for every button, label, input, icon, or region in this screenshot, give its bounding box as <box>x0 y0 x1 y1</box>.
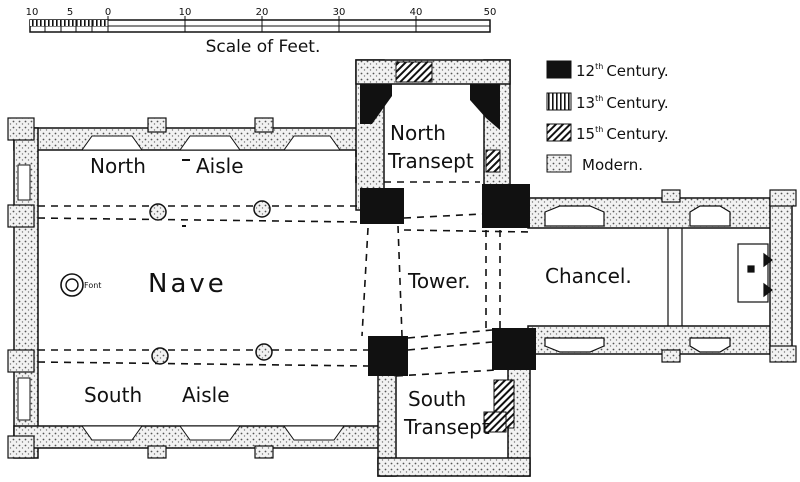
scale-tick-label: 10 <box>26 7 39 18</box>
legend-swatch-15th-century <box>546 123 572 142</box>
tower-piers-12th-century <box>360 84 536 376</box>
buttresses <box>7 117 797 459</box>
scale-bar: 10 5 0 10 20 30 40 50 Scale of Feet. <box>26 7 497 57</box>
north-aisle-label-2: Aisle <box>196 154 244 178</box>
scale-tick-label: 20 <box>256 7 269 18</box>
south-aisle-label-2: Aisle <box>182 383 230 407</box>
legend-label-modern: Modern. <box>582 156 643 174</box>
scale-tick-label: 5 <box>67 7 73 18</box>
north-aisle-label: North <box>90 154 146 178</box>
north-transept-label-2: Transept <box>387 149 474 173</box>
walls-15th-century <box>395 61 515 433</box>
arcade-lines <box>37 150 531 377</box>
chancel-details <box>544 205 773 353</box>
column <box>149 203 167 221</box>
scale-tick-label: 30 <box>333 7 346 18</box>
legend-swatch-modern <box>546 154 572 173</box>
room-labels: North Aisle Nave South Aisle North Trans… <box>84 121 632 439</box>
south-transept-label: South <box>408 387 466 411</box>
legend-swatch-12th-century <box>546 60 572 79</box>
south-aisle-label: South <box>84 383 142 407</box>
aisle-windows <box>17 135 345 441</box>
chancel-label: Chancel. <box>545 264 632 288</box>
font: Font <box>60 273 101 297</box>
column <box>255 343 273 361</box>
font-label: Font <box>84 281 101 290</box>
column <box>253 200 271 218</box>
scale-tick-label: 0 <box>105 7 111 18</box>
north-transept-label: North <box>390 121 446 145</box>
scale-tick-label: 40 <box>410 7 423 18</box>
south-transept-label-2: Transept <box>403 415 490 439</box>
scale-tick-label: 50 <box>484 7 497 18</box>
column <box>151 347 169 365</box>
legend-swatch-13th-century <box>546 92 572 111</box>
nave-label: Nave <box>148 269 227 299</box>
nave-columns <box>149 200 273 365</box>
tower-label: Tower. <box>407 269 470 293</box>
scale-tick-label: 10 <box>179 7 192 18</box>
scale-title: Scale of Feet. <box>206 37 321 57</box>
